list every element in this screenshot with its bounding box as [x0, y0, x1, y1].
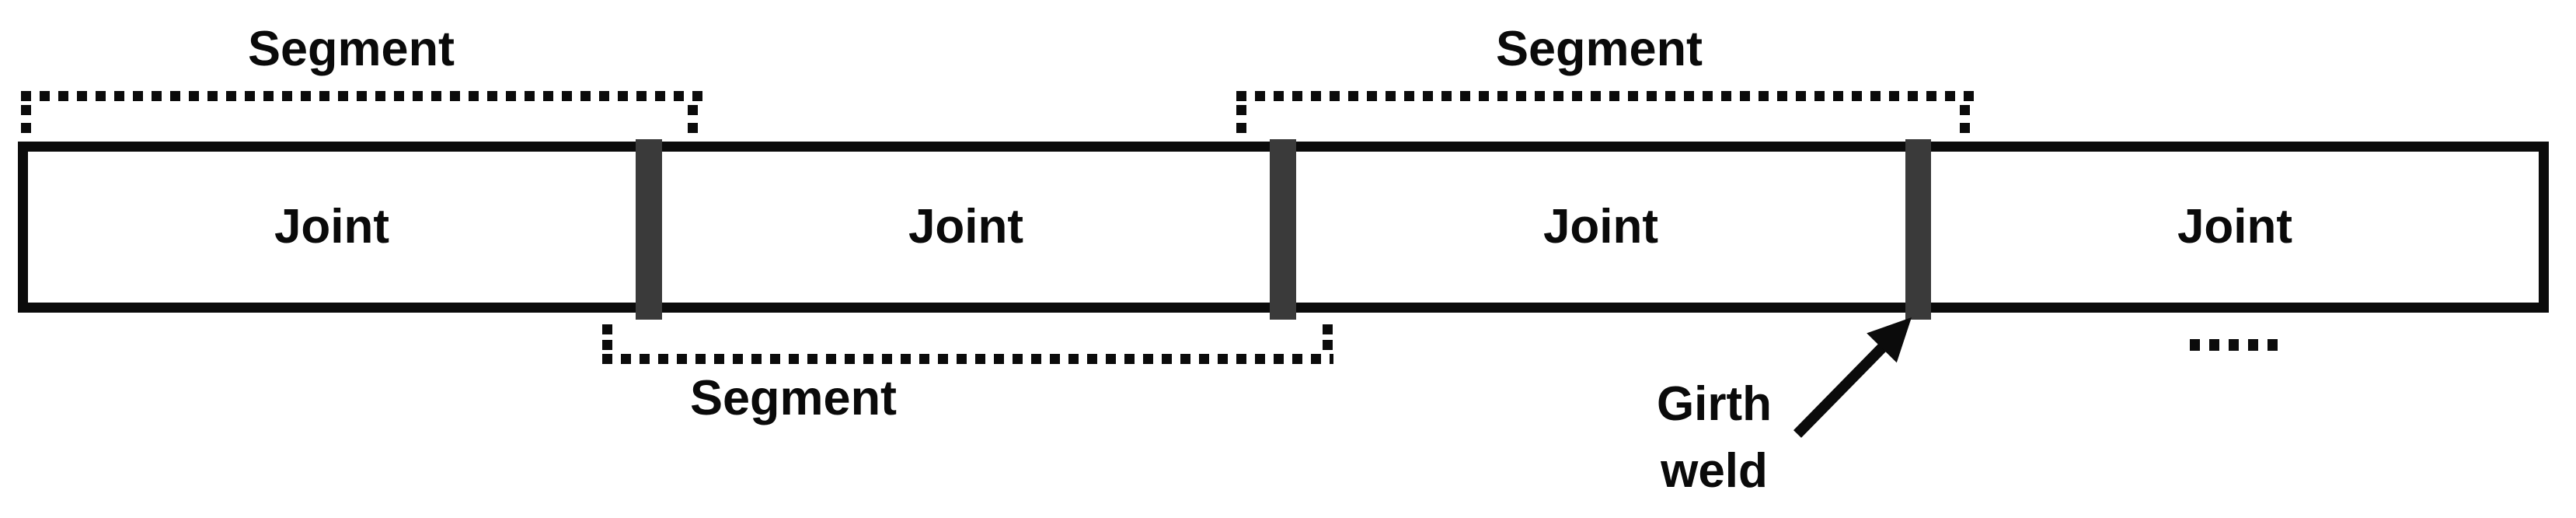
- segment-label-bottom: Segment: [689, 371, 898, 425]
- girth-weld-2: [1270, 139, 1296, 320]
- segment-bracket-top-2-right-tick: [1960, 101, 1970, 134]
- joint-4-label: Joint: [2177, 200, 2293, 254]
- segment-bracket-bottom: [602, 354, 1333, 364]
- joint-2-label: Joint: [908, 200, 1024, 254]
- joint-3-label: Joint: [1542, 200, 1659, 254]
- segment-bracket-bottom-right-tick: [1323, 324, 1333, 353]
- segment-bracket-top-2-left-tick: [1236, 101, 1246, 134]
- girth-weld-label-line2: weld: [1661, 444, 1768, 498]
- segment-label-top-1: Segment: [247, 22, 455, 76]
- girth-weld-arrow-icon: [1793, 317, 1912, 438]
- segment-label-top-2: Segment: [1495, 22, 1703, 76]
- segment-bracket-bottom-left-tick: [602, 324, 612, 353]
- segment-bracket-top-1-right-tick: [688, 101, 698, 134]
- girth-weld-label: Girth weld: [1598, 371, 1831, 505]
- joint-1-label: Joint: [274, 200, 390, 254]
- girth-weld-3: [1905, 139, 1931, 320]
- girth-weld-label-line1: Girth: [1656, 377, 1773, 431]
- segment-bracket-top-1: [21, 91, 702, 101]
- continuation-dots-icon: [2190, 339, 2279, 351]
- segment-bracket-top-1-left-tick: [21, 101, 31, 134]
- girth-weld-1: [636, 139, 662, 320]
- segment-bracket-top-2: [1236, 91, 1974, 101]
